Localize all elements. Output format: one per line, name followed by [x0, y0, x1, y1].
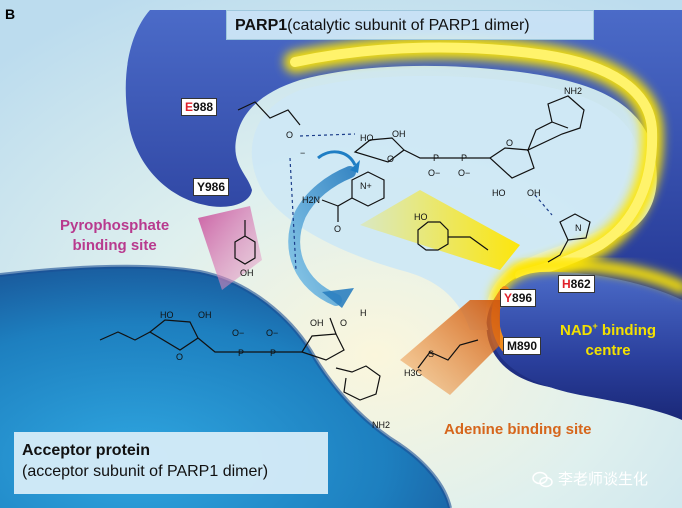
nad-rim-lower — [490, 258, 682, 306]
chem-o-ribose-1: O — [387, 154, 394, 164]
chemical-structures — [99, 95, 591, 401]
curved-arrow-small — [317, 150, 357, 166]
pyrophosphate-site-line2: binding site — [72, 237, 157, 254]
residue-e988-letter: E — [185, 100, 194, 114]
residue-e988: E988 — [181, 98, 218, 116]
chem-nplus: N+ — [360, 181, 372, 191]
chem-s: S — [428, 349, 434, 359]
chem-minus-e988: − — [300, 148, 305, 158]
chem-oh-2: OH — [527, 188, 541, 198]
nad-pocket-cavity — [251, 75, 642, 330]
chem-p-acc-2: P — [270, 348, 276, 358]
residue-y896-number: 896 — [512, 291, 533, 305]
nad-site-prefix: NAD — [560, 322, 593, 339]
parp1-lower-loop — [489, 271, 682, 420]
chem-oh-acc: OH — [198, 310, 212, 320]
residue-h862-letter: H — [562, 277, 571, 291]
acceptor-protein-edge — [0, 264, 452, 508]
chem-ominus-acc-1: O− — [232, 328, 244, 338]
chem-o-acc-1: O — [176, 352, 183, 362]
residue-h862-number: 862 — [570, 277, 591, 291]
parp1-title-bold: PARP1 — [235, 17, 288, 34]
residue-m890: M890 — [503, 337, 542, 355]
chem-p-2: P — [461, 153, 467, 163]
chem-ho-1: HO — [360, 133, 374, 143]
reaction-arrow — [288, 166, 356, 306]
nad-site-label: NAD+ binding centre — [560, 316, 656, 361]
chem-ho-2: HO — [492, 188, 506, 198]
chem-ominus-acc-2: O− — [266, 328, 278, 338]
parp1-title-box: PARP1(catalytic subunit of PARP1 dimer) — [226, 10, 594, 40]
acceptor-title: Acceptor protein — [22, 442, 151, 459]
nad-site-line2: centre — [585, 342, 631, 359]
reaction-arrowhead — [322, 288, 354, 308]
chem-oh-1: OH — [392, 129, 406, 139]
acceptor-subtitle: (acceptor subunit of PARP1 dimer) — [22, 463, 269, 480]
chem-p-1: P — [433, 153, 439, 163]
panel-letter: B — [5, 6, 16, 22]
adenine-site-wedge — [400, 300, 500, 395]
chem-o-acc-2: O — [340, 318, 347, 328]
watermark-text: 李老师谈生化 — [558, 471, 649, 488]
chem-ho-acc: HO — [160, 310, 174, 320]
chem-nh2-top: NH2 — [564, 86, 582, 96]
chem-o-amide: O — [334, 224, 341, 234]
parp1-title-rest: (catalytic subunit of PARP1 dimer) — [287, 17, 530, 34]
dashed-interactions — [289, 133, 553, 271]
residue-y896: Y896 — [500, 289, 537, 307]
acceptor-protein-box: Acceptor protein (acceptor subunit of PA… — [14, 432, 328, 494]
residue-y986: Y986 — [193, 178, 230, 196]
pyrophosphate-site-line1: Pyrophosphate — [60, 217, 170, 234]
chem-ominus-2: O− — [458, 168, 470, 178]
nad-site-suffix: binding — [597, 322, 657, 339]
residue-e988-number: 988 — [193, 100, 214, 114]
curved-arrowhead-small — [350, 160, 360, 173]
chem-h3c: H3C — [404, 368, 423, 378]
chem-oh-acc-2: OH — [310, 318, 324, 328]
chem-p-acc-1: P — [238, 348, 244, 358]
chem-h2n: H2N — [302, 195, 320, 205]
nad-site-sup: + — [592, 321, 598, 331]
pyrophosphate-site-wedge — [198, 206, 262, 290]
chem-oh-y986: OH — [240, 268, 254, 278]
adenine-site-label: Adenine binding site — [444, 421, 592, 438]
residue-h862: H862 — [558, 275, 595, 293]
chem-o-ribose-2: O — [506, 138, 513, 148]
nad-binding-band-core — [290, 42, 658, 280]
chem-ho-y896: HO — [414, 212, 428, 222]
chem-nh2-bottom: NH2 — [372, 420, 390, 430]
chem-h-acc: H — [360, 308, 367, 318]
chemistry-labels: HO OH O P P O− O− O NH2 HO OH N+ H2N O −… — [160, 86, 582, 430]
nad-site-wedge — [360, 190, 520, 270]
residue-y896-letter: Y — [504, 291, 513, 305]
wechat-icon — [532, 471, 553, 488]
chem-ominus-1: O− — [428, 168, 440, 178]
chem-n-his: N — [575, 223, 582, 233]
pyrophosphate-site-label: Pyrophosphate binding site — [60, 216, 169, 256]
chem-o-e988: O — [286, 130, 293, 140]
